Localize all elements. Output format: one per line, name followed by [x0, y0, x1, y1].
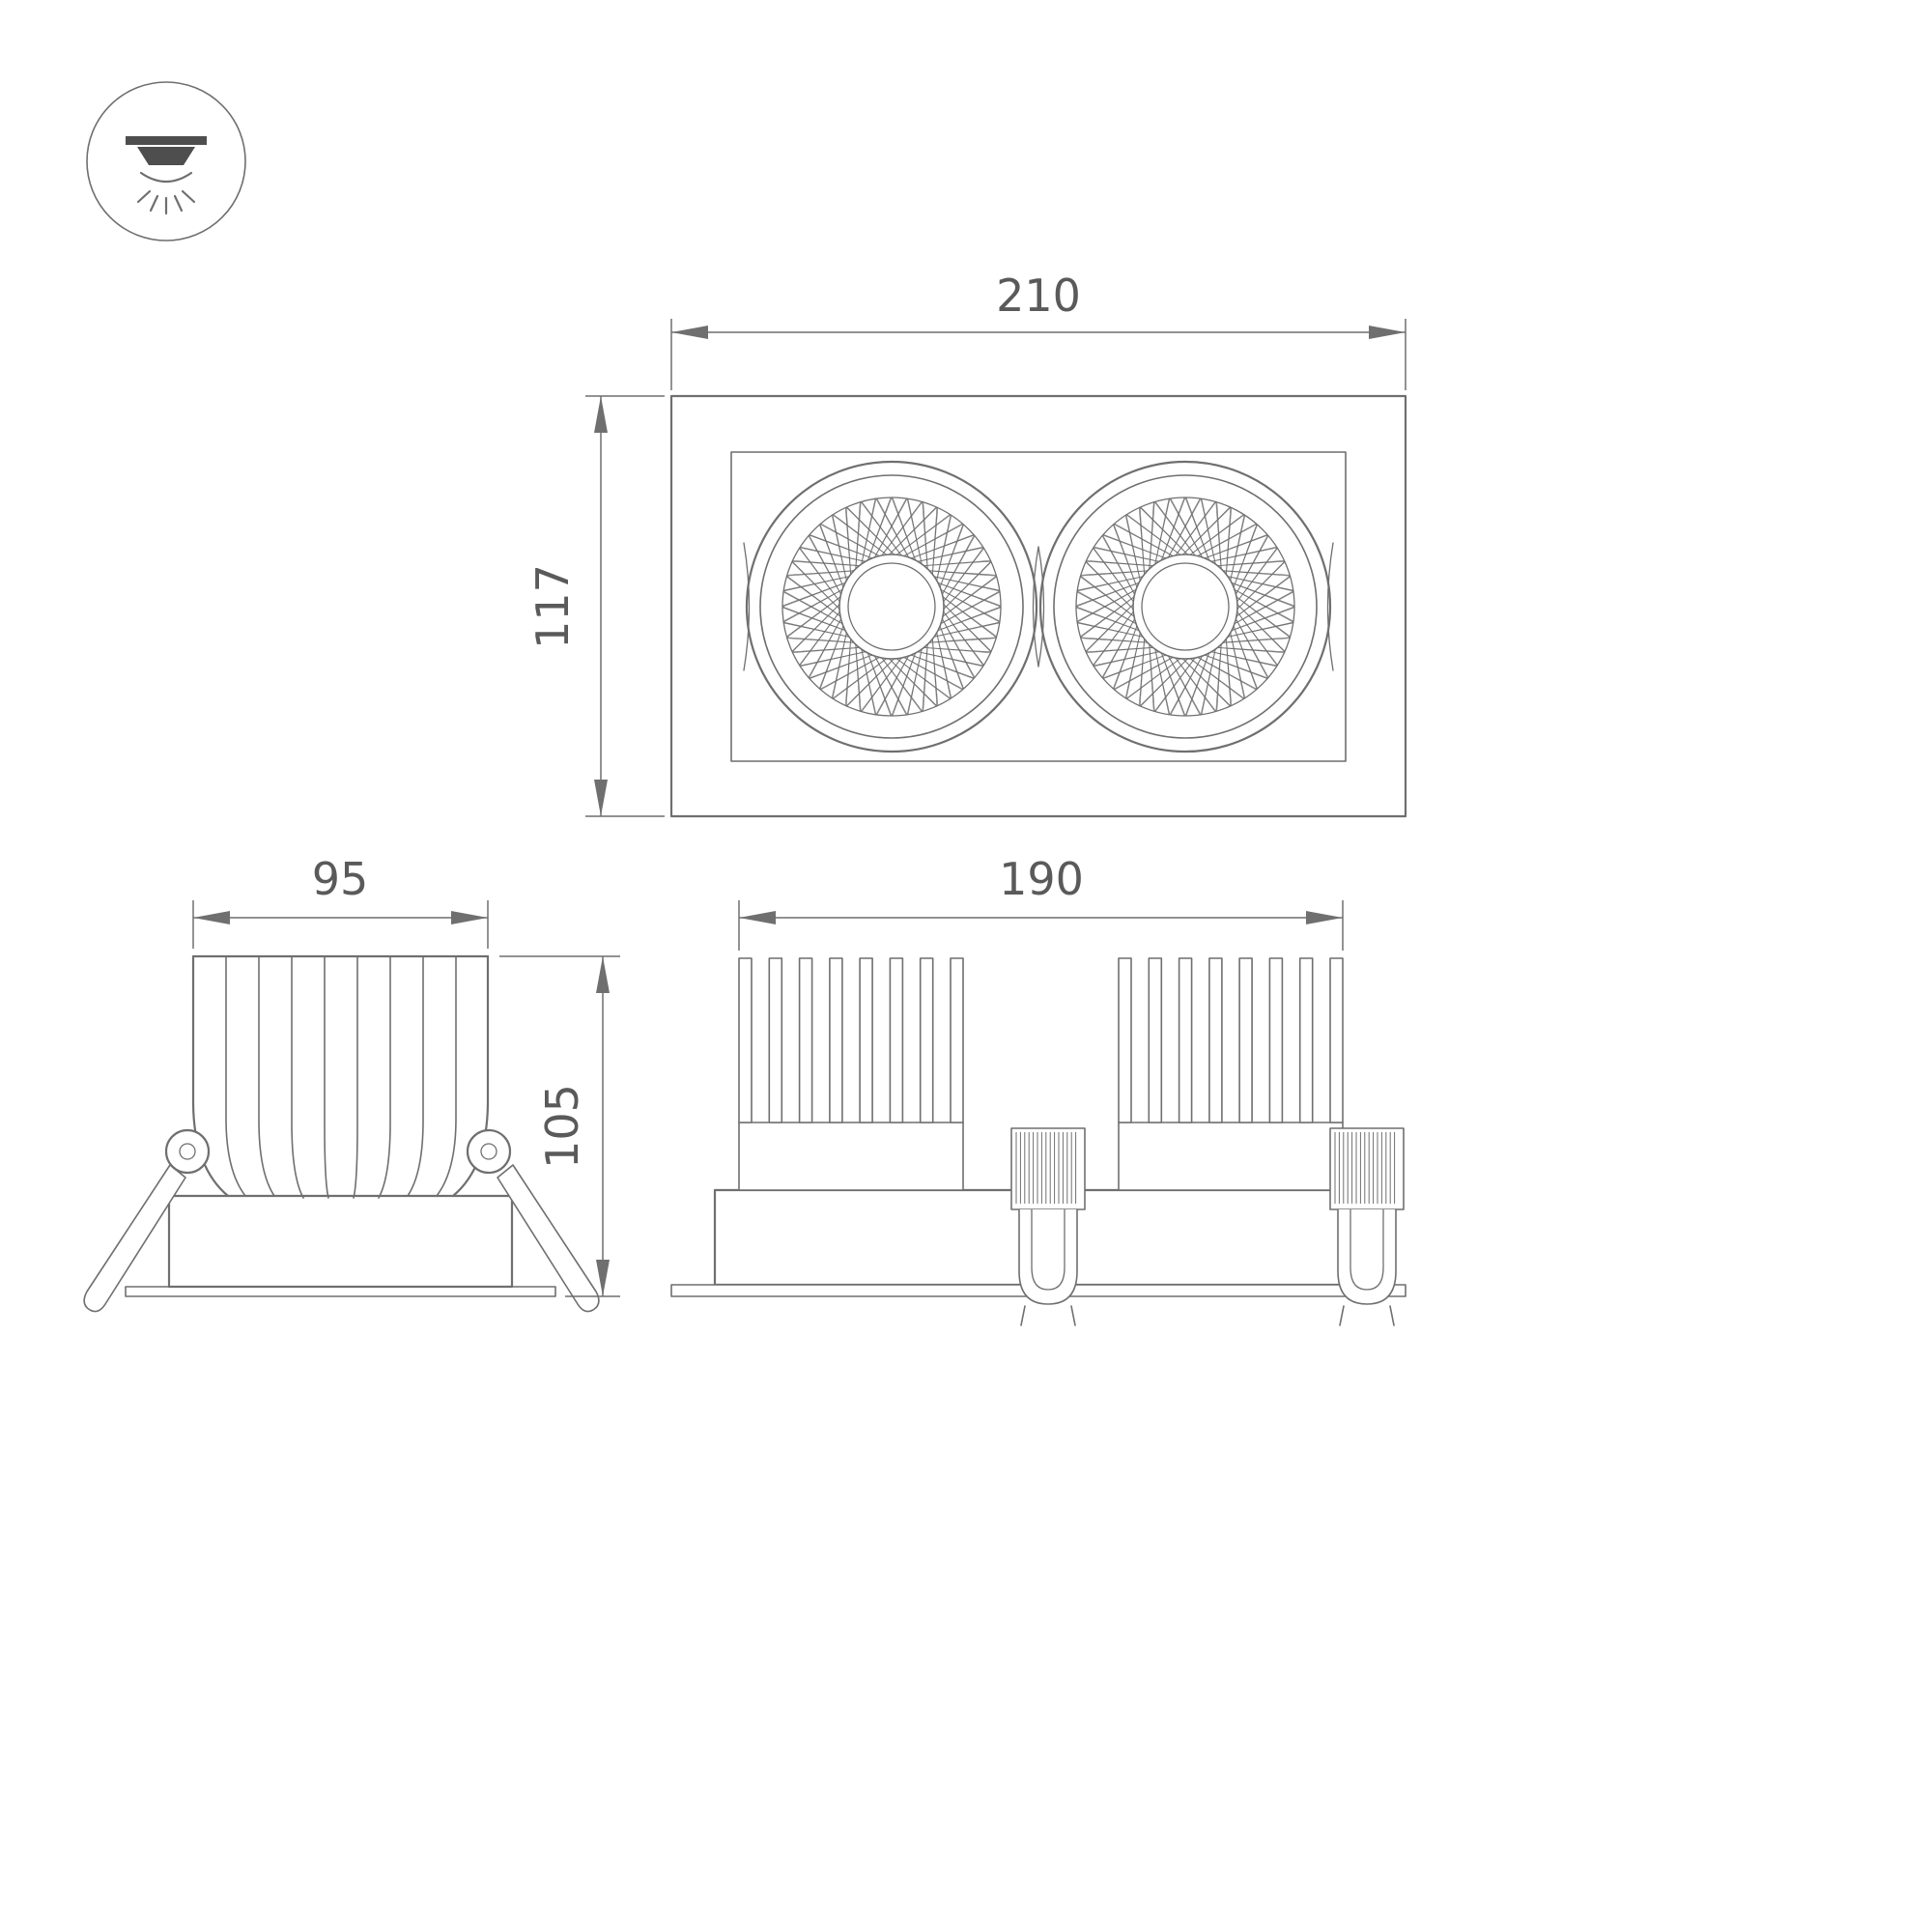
spring-clip-arm-left: [83, 1164, 186, 1313]
latch-rack-teeth: [1334, 1132, 1396, 1204]
heatsink-fin-tooth: [919, 957, 934, 1123]
dim-label-front-height: 117: [526, 564, 579, 649]
downlight-icon: [86, 81, 246, 242]
heatsink-fin-tooth: [1208, 957, 1223, 1123]
lamp-body: [137, 147, 195, 165]
heatsink-fin-tooth: [1148, 957, 1163, 1123]
latch-rack: [1010, 1127, 1086, 1210]
icon-circle: [86, 81, 246, 242]
lamp-outer-ring: [1038, 460, 1332, 753]
latch-clip-left: [1010, 1127, 1086, 1326]
led-center-ring: [1141, 562, 1230, 651]
light-ray: [181, 189, 196, 204]
latch-rack-teeth: [1015, 1132, 1077, 1204]
dim-front-width: 210: [670, 270, 1406, 390]
heatsink-fin: [291, 955, 304, 1199]
heatsink-fin-tooth: [738, 957, 753, 1123]
lamp-module-left: [745, 460, 1038, 753]
heatsink-fin-tooth: [798, 957, 813, 1123]
dim-side-height: 105: [499, 955, 620, 1297]
lamp-module-right: [1038, 460, 1332, 753]
light-ray: [149, 194, 159, 213]
heatsink-fins-right: [1118, 957, 1344, 1123]
front-view: 210 117: [526, 270, 1407, 818]
side-view: 95 105: [83, 853, 620, 1313]
housing-body: [167, 1194, 514, 1289]
led-center-ring: [847, 562, 936, 651]
latch-strap-inner: [1350, 1208, 1384, 1291]
heatsink-fin: [407, 955, 424, 1197]
heatsink-fin: [353, 955, 358, 1199]
heatsink-fin-tooth: [1268, 957, 1284, 1123]
lamp-ring: [1053, 474, 1318, 739]
latch-rack: [1329, 1127, 1405, 1210]
dim-label-bottom-width: 190: [999, 853, 1084, 905]
heatsink-fins-left: [738, 957, 964, 1123]
clip-pivot-left-axle: [179, 1143, 196, 1160]
light-ray: [173, 194, 184, 213]
heatsink-fin-tooth: [950, 957, 964, 1123]
heatsink-body-right: [1118, 1122, 1344, 1191]
heatsink-fin-tooth: [889, 957, 904, 1123]
ceiling-trim-bar: [126, 136, 207, 145]
dim-label-side-width: 95: [312, 853, 369, 905]
latch-foot: [1339, 1305, 1345, 1326]
yoke-arc: [1037, 546, 1045, 668]
heatsink-fin-tooth: [1178, 957, 1193, 1123]
dim-front-height: 117: [526, 395, 665, 817]
clip-pivot-right-axle: [480, 1143, 497, 1160]
light-ray: [136, 189, 152, 204]
led-center: [838, 554, 945, 660]
latch-strap-inner: [1031, 1208, 1065, 1291]
lamp-ring: [759, 474, 1024, 739]
heatsink-fin-tooth: [1329, 957, 1344, 1123]
clip-pivot-left: [164, 1128, 211, 1175]
heatsink-body-left: [738, 1122, 964, 1191]
heatsink-fin-tooth: [1238, 957, 1253, 1123]
frame-outer-rect: [669, 394, 1407, 818]
heatsink-fin: [258, 955, 275, 1197]
heatsink-fin: [378, 955, 391, 1199]
yoke-arc: [743, 542, 751, 671]
dim-side-width: 95: [192, 853, 489, 949]
frame-inner-rect: [730, 451, 1347, 762]
dim-label-front-width: 210: [996, 270, 1081, 322]
yoke-arc: [1326, 542, 1334, 671]
latch-foot: [1020, 1305, 1026, 1326]
clip-pivot-right: [466, 1128, 512, 1175]
latch-clip-right: [1329, 1127, 1405, 1326]
heatsink-fin: [324, 955, 329, 1199]
heatsink-fin-tooth: [1118, 957, 1132, 1123]
dim-label-side-height: 105: [536, 1084, 588, 1169]
lens-arc: [139, 171, 193, 184]
yoke-arc: [1032, 546, 1039, 668]
latch-foot: [1070, 1305, 1076, 1326]
heatsink-fin: [225, 955, 246, 1197]
heatsink-fin-tooth: [859, 957, 873, 1123]
heatsink-fin-tooth: [829, 957, 843, 1123]
heatsink-fin-tooth: [1298, 957, 1314, 1123]
dim-bottom-width: 190: [738, 853, 1344, 951]
long-side-view: 190: [670, 853, 1406, 1326]
heatsink-fin-tooth: [768, 957, 783, 1123]
latch-foot: [1389, 1305, 1395, 1326]
heatsink-fin: [436, 955, 457, 1197]
led-center: [1132, 554, 1238, 660]
trim-flange: [125, 1286, 556, 1297]
lamp-outer-ring: [745, 460, 1038, 753]
